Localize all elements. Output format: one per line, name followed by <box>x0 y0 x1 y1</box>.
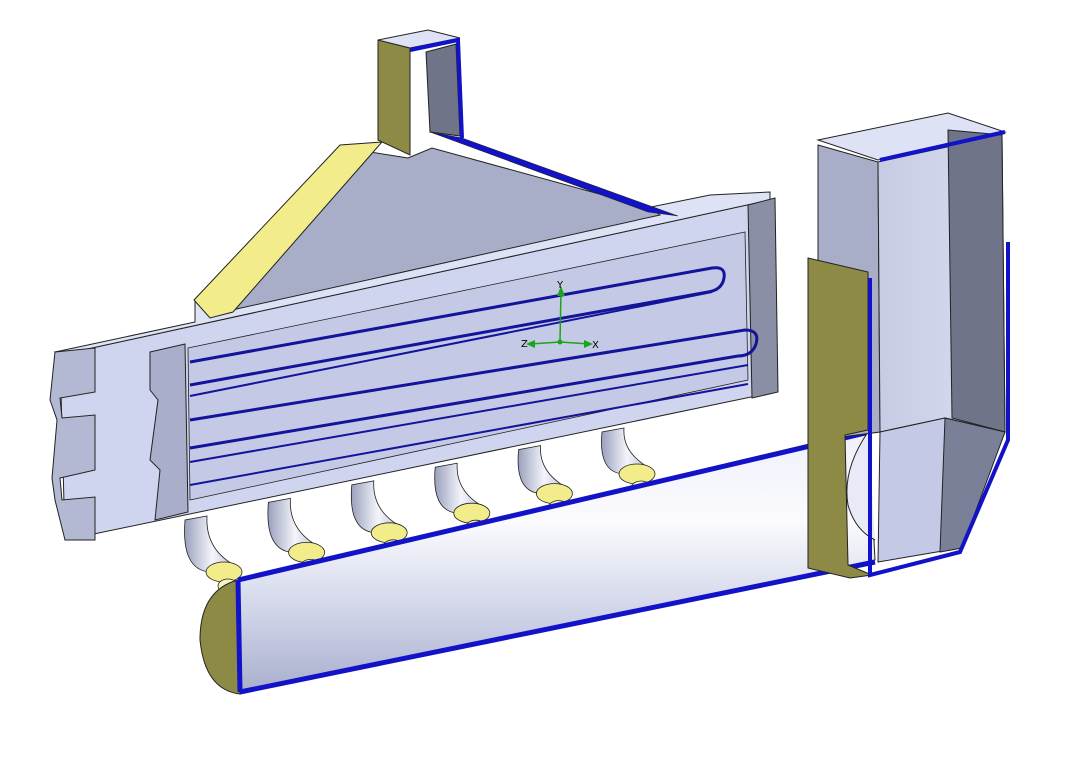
tube-bundle <box>189 266 759 486</box>
outlet-hopper-dark <box>939 417 1006 553</box>
housing-left-end <box>49 347 96 541</box>
inlet-neck-front <box>377 39 411 156</box>
outlet-blue-edge <box>868 242 1010 578</box>
manifold-right-opening <box>846 431 876 541</box>
outlet-box <box>807 112 1010 579</box>
triad-y-label: Y <box>556 280 564 291</box>
triad-y-axis <box>559 289 562 343</box>
inlet-neck-blue-edge <box>409 37 464 139</box>
tube-row-3 <box>189 328 759 450</box>
coordinate-triad: X Y Z <box>521 280 599 351</box>
triad-origin <box>557 339 563 345</box>
tube-row-5 <box>189 383 749 486</box>
housing-top-face <box>53 191 771 356</box>
manifold-left-cap <box>199 579 241 695</box>
hood-blue-edge <box>429 131 679 217</box>
connecting-pipes <box>184 427 656 594</box>
housing-interior <box>187 231 749 501</box>
manifold-left-blue-edge <box>235 579 243 693</box>
triad-z-label: Z <box>521 339 528 350</box>
triad-x-arrow <box>584 340 593 348</box>
manifold-top-blue-edge <box>237 429 871 583</box>
upper-housing <box>49 29 779 541</box>
outlet-top-blue-edge <box>879 130 1006 162</box>
tube-row-4 <box>189 364 749 463</box>
housing-right-end <box>747 197 779 399</box>
lower-manifold <box>199 429 876 695</box>
triad-y-arrow <box>557 286 565 296</box>
pipe-collar <box>205 561 243 583</box>
triad-z-arrow <box>526 340 535 348</box>
inner-bulkhead <box>149 343 189 521</box>
manifold-bottom-blue-edge <box>239 559 876 695</box>
outlet-box-right-dark <box>947 129 1006 433</box>
triad-x-label: X <box>592 340 599 351</box>
pipe-collar <box>618 463 656 485</box>
tube-row-2 <box>189 291 713 397</box>
hood-section-yellow <box>193 141 384 319</box>
tube-row-1 <box>189 266 726 387</box>
inlet-neck-inner <box>425 43 461 137</box>
inlet-neck-top <box>377 29 461 49</box>
